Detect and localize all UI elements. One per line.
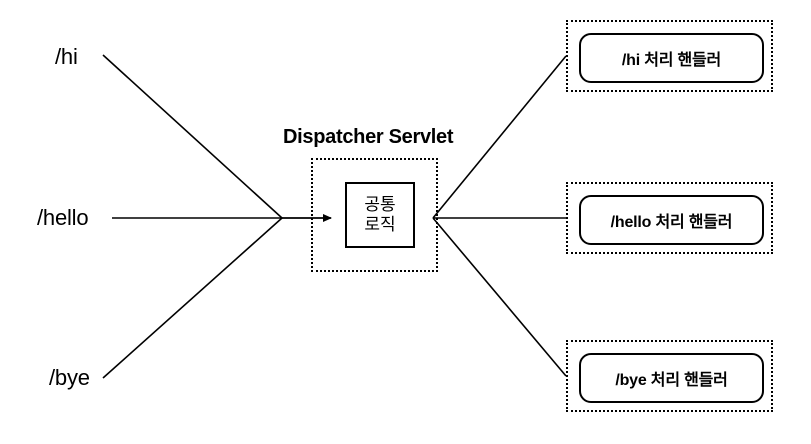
dispatcher-servlet-title: Dispatcher Servlet [283, 126, 454, 148]
common-logic-line-1: 공통 [364, 195, 396, 215]
handler-label-bye: /bye 처리 핸들러 [615, 372, 728, 389]
handler-region-hi: /hi 처리 핸들러 [566, 20, 773, 92]
common-logic-line-2: 로직 [364, 215, 396, 234]
handler-box-hi: /hi 처리 핸들러 [579, 33, 764, 83]
handler-region-bye: /bye 처리 핸들러 [566, 340, 773, 412]
common-logic-box: 공통 로직 [345, 182, 415, 248]
line-hi-to-dispatcher [102, 54, 283, 219]
dispatcher-servlet-region [311, 158, 438, 272]
line-dispatcher-to-handler-bye [432, 217, 567, 377]
handler-box-hello: /hello 처리 핸들러 [579, 195, 764, 245]
handler-region-hello: /hello 처리 핸들러 [566, 182, 773, 254]
handler-label-hi: /hi 처리 핸들러 [621, 52, 722, 69]
request-label-bye: /bye [49, 365, 90, 390]
handler-label-hello: /hello 처리 핸들러 [610, 214, 733, 231]
line-bye-to-dispatcher [102, 217, 283, 379]
request-label-hi: /hi [55, 44, 78, 69]
request-label-hello: /hello [37, 205, 89, 230]
handler-box-bye: /bye 처리 핸들러 [579, 353, 764, 403]
line-dispatcher-to-handler-hi [432, 55, 567, 219]
